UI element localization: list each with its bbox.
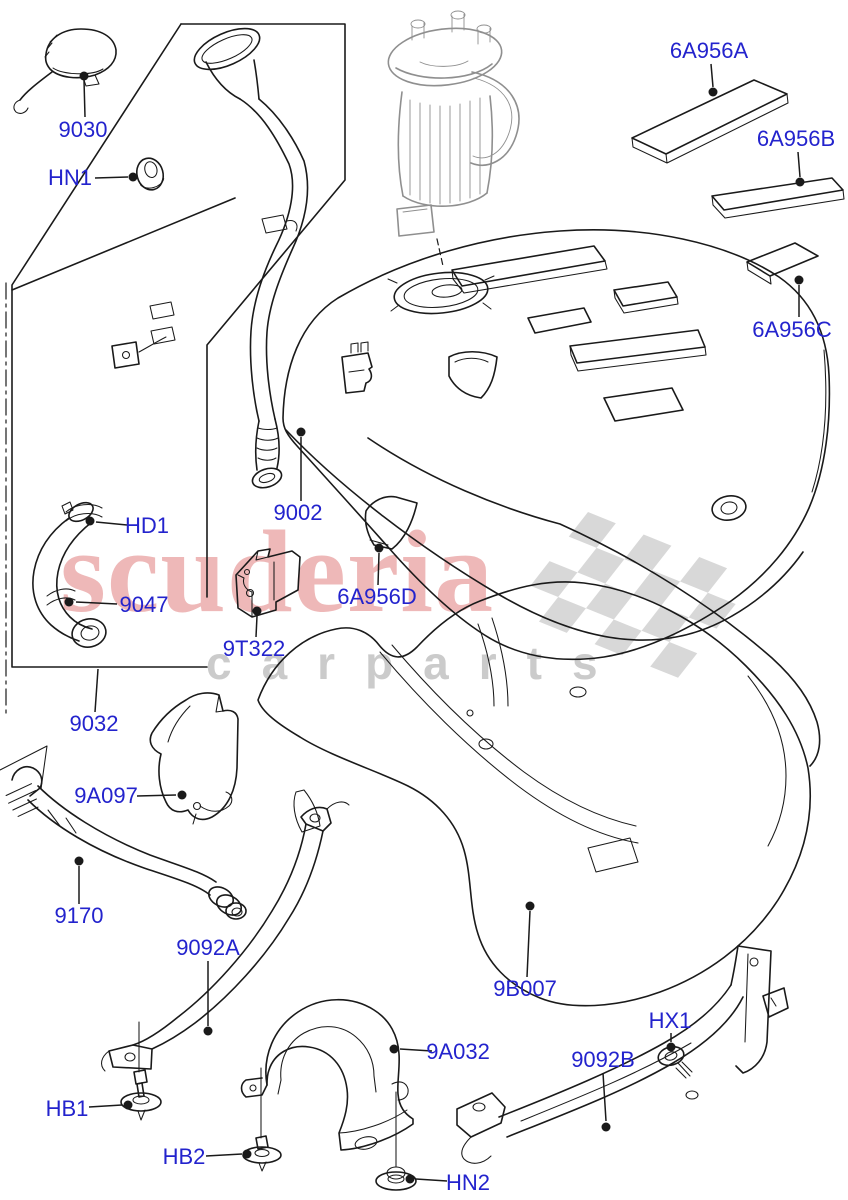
part-label-9047: 9047 [120, 592, 169, 617]
leader-line-HD1 [95, 521, 128, 526]
fuel-tank-shield-lower [257, 581, 812, 1007]
part-label-9B007: 9B007 [493, 976, 557, 1001]
leader-dot-9A097 [177, 790, 187, 800]
part-label-6A956B: 6A956B [757, 126, 835, 151]
part-label-HD1: HD1 [125, 513, 169, 538]
leader-dot-HX1 [666, 1042, 676, 1052]
leader-dot-6A956B [795, 177, 805, 187]
leader-dot-HB1 [123, 1100, 133, 1110]
leader-dot-9B007 [525, 901, 535, 911]
leader-dot-9092A [203, 1026, 213, 1036]
part-label-6A956D: 6A956D [337, 584, 417, 609]
part-label-HX1: HX1 [649, 1008, 692, 1033]
part-label-HB1: HB1 [46, 1096, 89, 1121]
tank-strap-front [100, 801, 350, 1072]
watermark-subtext: carparts [206, 637, 628, 689]
part-label-6A956A: 6A956A [670, 38, 749, 63]
leader-dot-9030 [79, 71, 89, 81]
leader-dot-HD1 [85, 516, 95, 526]
part-label-HB2: HB2 [163, 1144, 206, 1169]
assembly-boundary-box [5, 23, 346, 717]
part-label-9A032: 9A032 [426, 1039, 490, 1064]
part-label-9092A: 9092A [176, 935, 240, 960]
anti-squeak-pads [364, 79, 845, 550]
shield-bolt-hb2 [242, 1067, 282, 1172]
leader-line-HB1 [88, 1104, 123, 1108]
leader-line-9A032 [399, 1048, 433, 1052]
leader-dot-6A956A [708, 87, 718, 97]
filler-pipe-nut [135, 157, 165, 191]
leader-dot-6A956D [374, 543, 384, 553]
fuel-vent-line [0, 745, 247, 920]
part-label-6A956C: 6A956C [752, 317, 832, 342]
leader-dot-9092B [601, 1122, 611, 1132]
leader-dot-HB2 [242, 1149, 252, 1159]
part-label-HN2: HN2 [446, 1170, 490, 1195]
leader-line-HN2 [415, 1178, 448, 1182]
leader-line-6A956D [377, 552, 380, 586]
leader-line-9047 [75, 601, 118, 605]
part-label-9092B: 9092B [571, 1047, 635, 1072]
leader-dot-HN2 [405, 1174, 415, 1184]
leader-dot-9047 [64, 597, 74, 607]
leader-dot-9170 [74, 856, 84, 866]
leader-line-9B007 [526, 910, 531, 978]
leader-line-9092B [602, 1072, 607, 1122]
leader-dot-9T322 [252, 606, 262, 616]
part-label-9170: 9170 [55, 903, 104, 928]
strap-bolt-hb1 [120, 1021, 162, 1121]
leader-line-9032 [94, 668, 99, 713]
leader-line-HB2 [205, 1153, 243, 1157]
part-label-9A097: 9A097 [74, 783, 138, 808]
filler-hose [32, 501, 107, 648]
heat-shield-arch [240, 998, 414, 1151]
part-label-9032: 9032 [70, 711, 119, 736]
part-label-9002: 9002 [274, 500, 323, 525]
leader-line-HN1 [94, 176, 129, 179]
watermark-brand: scuderia [60, 506, 495, 637]
fuel-pump-module [387, 10, 520, 267]
leader-dot-9A032 [389, 1044, 399, 1054]
tank-bracket [235, 548, 301, 618]
tank-strap-rear [456, 945, 789, 1164]
part-label-9030: 9030 [59, 117, 108, 142]
leader-line-6A956A [710, 63, 714, 88]
leader-line-9A097 [136, 794, 177, 797]
shield-nut-hn2 [375, 1091, 417, 1191]
leader-dot-6A956C [794, 275, 804, 285]
fuel-tank-upper [282, 229, 831, 767]
leader-dot-HN1 [128, 172, 138, 182]
splash-shield [149, 692, 239, 825]
part-label-9T322: 9T322 [223, 636, 285, 661]
part-label-HN1: HN1 [48, 165, 92, 190]
leader-dot-9002 [296, 427, 306, 437]
leader-line-6A956B [797, 151, 801, 178]
leader-line-9030 [83, 79, 86, 118]
fuel-filler-pipe [111, 27, 309, 489]
fuel-filler-cap [13, 28, 117, 114]
leader-line-9T322 [255, 615, 258, 638]
